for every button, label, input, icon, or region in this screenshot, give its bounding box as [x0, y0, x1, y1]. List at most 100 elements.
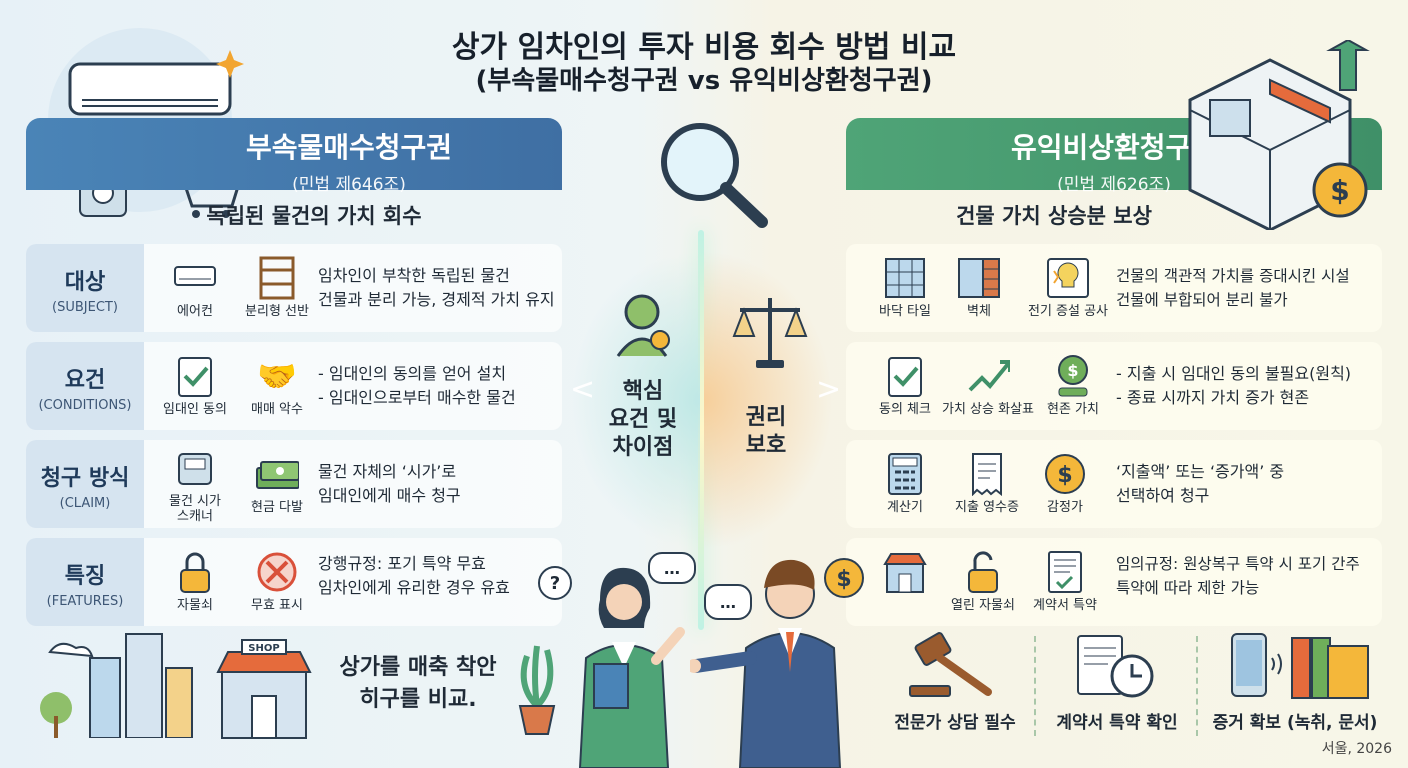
center-right-line: 보호 [745, 433, 787, 458]
icon-caption: 동의 체크 [879, 402, 931, 417]
right-row-claim: 계산기 지출 영수증 $ 감정가 ‘지출액’ 또는 ‘증가액’ 중 선택하여 청… [846, 440, 1382, 528]
chat-bubble-icon: … [648, 552, 696, 584]
present-value-icon: $ 현존 가치 [1030, 354, 1116, 417]
appraisal-coin-icon: $ 감정가 [1022, 452, 1108, 515]
row-description: - 지출 시 임대인 동의 불필요(원칙) - 종료 시까지 가치 증가 현존 [1116, 362, 1378, 410]
desc-line: 임차인에게 유리한 경우 유효 [318, 578, 510, 597]
building-value-illustration: $ [1188, 40, 1370, 230]
key-person-icon [616, 294, 670, 357]
contract-clock-icon [1077, 635, 1154, 698]
open-lock-icon: 열린 자물쇠 [940, 550, 1026, 613]
icon-caption: 에어컨 [177, 304, 213, 319]
footer-text: 서울, 2026 [1321, 741, 1392, 757]
tip-expert-consult: 전문가 상담 필수 [894, 713, 1016, 733]
page-subtitle: (부속물매수청구권 vs 유익비상환청구권) [475, 66, 933, 96]
svg-text:$: $ [836, 567, 851, 592]
icon-caption: 임대인 동의 [163, 402, 227, 417]
air-conditioner-icon: 에어컨 [152, 256, 238, 319]
left-law: (민법 제646조) [292, 175, 406, 195]
row-label-en: (SUBJECT) [52, 300, 118, 315]
icon-caption: 자물쇠 [177, 598, 213, 613]
center-divider [698, 230, 704, 630]
desc-line: 임차인이 부착한 독립된 물건 [318, 266, 510, 285]
icon-caption: 바닥 타일 [879, 304, 931, 319]
lock-icon: 자물쇠 [152, 550, 238, 613]
tip-contract-check: 계약서 특약 확인 [1056, 713, 1178, 733]
desc-line: - 임대인으로부터 매수한 물건 [318, 388, 516, 407]
icon-caption: 계약서 특약 [1033, 598, 1097, 613]
row-label-ko: 요건 [64, 368, 106, 393]
icon-caption: 감정가 [1047, 500, 1083, 515]
row-label-ko: 특징 [64, 564, 106, 589]
contract-clause-icon: 계약서 특약 [1022, 550, 1108, 613]
wall-icon: 벽체 [936, 256, 1022, 319]
row-description: 건물의 객관적 가치를 증대시킨 시설 건물에 부합되어 분리 불가 [1116, 264, 1378, 312]
shelf-icon: 분리형 선반 [234, 256, 320, 319]
icon-caption: 현금 다발 [251, 500, 303, 515]
desc-line: 특약에 따라 제한 가능 [1116, 579, 1260, 597]
right-row-features: 열린 자물쇠 계약서 특약 임의규정: 원상복구 특약 시 포기 간주 특약에 … [846, 538, 1382, 626]
phone-folders-icon [1231, 633, 1369, 699]
floor-tile-icon: 바닥 타일 [862, 256, 948, 319]
row-label: 대상 (SUBJECT) [26, 244, 144, 332]
desc-line: ‘지출액’ 또는 ‘증가액’ 중 [1116, 462, 1285, 481]
icon-caption: 벽체 [967, 304, 991, 319]
gavel-icon [909, 632, 992, 697]
page-title: 상가 임차인의 투자 비용 회수 방법 비교 [451, 30, 957, 65]
row-description: 임의규정: 원상복구 특약 시 포기 간주 특약에 따라 제한 가능 [1116, 552, 1378, 600]
row-description: - 임대인의 동의를 얻어 설치 - 임대인으로부터 매수한 물건 [318, 362, 562, 410]
value-up-arrow-icon: 가치 상승 화살표 [938, 354, 1038, 417]
right-row-subject: 바닥 타일 벽체 전기 증설 공사 건물의 객관적 가치를 증대시킨 시설 건물… [846, 244, 1382, 332]
scale-icon [732, 298, 808, 368]
left-panel-header: 부속물매수청구권 (민법 제646조) [26, 118, 562, 195]
row-description: 물건 자체의 ‘시가’로 임대인에게 매수 청구 [318, 460, 562, 508]
right-row-conditions: 동의 체크 가치 상승 화살표 $ 현존 가치 - 지출 시 임대인 동의 불필… [846, 342, 1382, 430]
right-heading: 유익비상환청구권 [1010, 131, 1218, 164]
row-label: 청구 방식 (CLAIM) [26, 440, 144, 528]
chat-bubble-icon: … [704, 584, 752, 620]
desc-line: 건물과 분리 가능, 경제적 가치 유지 [318, 290, 555, 309]
row-label-en: (FEATURES) [46, 594, 124, 609]
row-description: 임차인이 부착한 독립된 물건 건물과 분리 가능, 경제적 가치 유지 [318, 264, 562, 312]
shop-building-icon: SHOP [216, 639, 312, 739]
desc-line: 임의규정: 원상복구 특약 시 포기 간주 [1116, 555, 1360, 573]
electric-work-icon: 전기 증설 공사 [1018, 256, 1118, 319]
icon-caption: 분리형 선반 [245, 304, 309, 319]
icon-caption: 전기 증설 공사 [1027, 304, 1109, 319]
invalid-mark-icon: 무효 표시 [234, 550, 320, 613]
row-label: 특징 (FEATURES) [26, 538, 144, 626]
svg-text:$: $ [1330, 174, 1349, 207]
desc-line: 물건 자체의 ‘시가’로 [318, 462, 457, 481]
magnifier-icon [661, 123, 768, 228]
desc-line: - 지출 시 임대인 동의 불필요(원칙) [1116, 364, 1352, 383]
center-left-text: 핵심 요건 및 차이점 [598, 378, 688, 462]
left-row-subject: 대상 (SUBJECT) 에어컨 분리형 선반 임차인이 부착한 독립된 물건 … [26, 244, 562, 332]
center-right-text: 권리 보호 [726, 404, 806, 460]
desc-line: 선택하여 청구 [1116, 486, 1210, 505]
caption-line: 상가를 매축 착안 [339, 655, 497, 680]
tip-evidence: 증거 확보 (녹취, 문서) [1212, 713, 1378, 733]
center-left-line: 차이점 [612, 435, 674, 460]
row-description: ‘지출액’ 또는 ‘증가액’ 중 선택하여 청구 [1116, 460, 1378, 508]
checklist-icon: 임대인 동의 [152, 354, 238, 417]
icon-caption: 현존 가치 [1047, 402, 1099, 417]
left-row-conditions: 요건 (CONDITIONS) 임대인 동의 🤝 매매 악수 - 임대인의 동의… [26, 342, 562, 430]
cash-bundle-icon: 현금 다발 [234, 452, 320, 515]
man-figure [690, 559, 842, 768]
arrow-right-icon: > [816, 372, 842, 407]
desc-line: - 임대인의 동의를 얻어 설치 [318, 364, 507, 383]
svg-text:$: $ [1057, 463, 1072, 488]
plant-icon [518, 645, 556, 735]
icon-caption: 계산기 [887, 500, 923, 515]
storefront-icon [862, 550, 948, 598]
row-label-ko: 청구 방식 [40, 466, 130, 491]
bottom-left-caption: 상가를 매축 착안 히구를 비교. [318, 652, 518, 716]
woman-figure [578, 567, 685, 768]
icon-caption: 지출 영수증 [955, 500, 1019, 515]
consent-check-icon: 동의 체크 [862, 354, 948, 417]
dollar-coin-icon: $ [824, 558, 864, 598]
left-heading: 부속물매수청구권 [245, 131, 453, 164]
question-bubble-icon: ? [538, 566, 572, 600]
icon-caption: 무효 표시 [251, 598, 303, 613]
